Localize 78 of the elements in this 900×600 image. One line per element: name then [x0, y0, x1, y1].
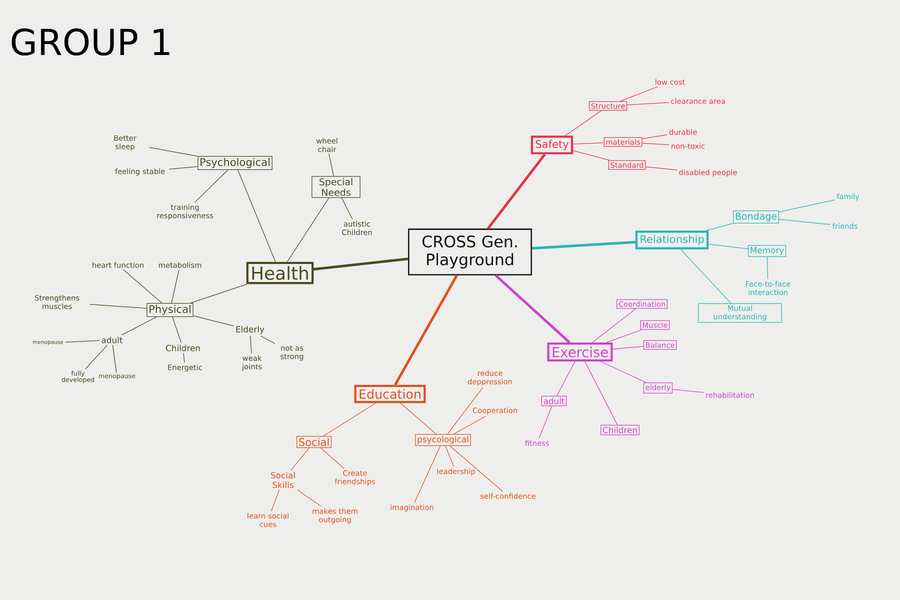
connector-line: [271, 489, 280, 512]
connector-line: [680, 249, 732, 304]
connector-line: [572, 150, 610, 161]
connector-line: [296, 489, 322, 507]
topic-box: Physical: [146, 302, 194, 317]
topic-box: Social: [296, 436, 332, 448]
topic-text: Children: [166, 344, 200, 352]
connector-line: [778, 200, 836, 212]
connector-line: [400, 402, 436, 434]
connector-line: [450, 446, 503, 492]
connector-line: [538, 406, 552, 439]
connector-line: [194, 170, 228, 203]
connector-line: [238, 170, 276, 262]
connector-line: [190, 284, 248, 304]
connector-line: [394, 274, 458, 386]
connector-line: [64, 340, 100, 342]
connector-line: [565, 110, 602, 136]
connector-line: [250, 336, 252, 354]
connector-line: [584, 361, 618, 426]
topic-box: Memory: [748, 245, 786, 257]
connector-line: [642, 134, 668, 140]
connector-line: [620, 86, 658, 102]
connector-line: [123, 269, 162, 304]
connector-line: [447, 387, 484, 434]
connector-line: [612, 346, 644, 350]
branch-box: Relationship: [635, 230, 709, 250]
connector-line: [778, 218, 831, 225]
connector-line: [486, 154, 546, 230]
branch-box: Exercise: [547, 342, 613, 362]
connector-line: [532, 240, 636, 250]
topic-box: Psychological: [198, 156, 272, 170]
branch-box: Education: [354, 384, 426, 404]
connector-line: [286, 198, 330, 262]
connector-line: [168, 166, 198, 170]
topic-text: Social Skills: [271, 472, 295, 488]
connector-line: [328, 154, 334, 176]
connector-line: [494, 274, 570, 344]
topic-box: psycological: [415, 434, 471, 446]
connector-line: [85, 344, 108, 370]
connector-line: [171, 269, 180, 304]
connector-line: [183, 352, 185, 363]
topic-text: adult: [102, 336, 123, 344]
connector-line: [320, 448, 344, 469]
connector-line: [642, 142, 670, 146]
connector-line: [193, 316, 234, 326]
connector-line: [453, 416, 486, 434]
connector-line: [672, 389, 704, 393]
connector-line: [290, 448, 310, 471]
connector-line: [112, 344, 117, 374]
connector-line: [414, 446, 441, 503]
topic-box: Children: [600, 424, 640, 436]
topic-text: Elderly: [236, 326, 264, 334]
connector-line: [626, 102, 670, 106]
branch-box: Health: [246, 262, 314, 284]
topic-box: Bondage: [733, 210, 779, 224]
connector-line: [172, 316, 182, 344]
connector-line: [314, 258, 408, 271]
connector-line: [260, 336, 276, 344]
topic-box: Special Needs: [312, 176, 360, 198]
connector-line: [606, 329, 642, 343]
connector-line: [706, 222, 734, 231]
central-box: CROSS Gen. Playground: [408, 228, 532, 276]
connector-line: [556, 361, 576, 396]
connector-line: [121, 316, 157, 336]
connector-line: [708, 244, 748, 250]
topic-box: adult: [541, 396, 567, 406]
connector-line: [445, 446, 454, 467]
connector-line: [645, 166, 678, 170]
connector-line: [148, 147, 198, 156]
connector-line: [323, 402, 376, 436]
connector-line: [341, 198, 353, 220]
connector-line: [89, 304, 147, 309]
branch-box: Safety: [530, 136, 574, 154]
title: GROUP 1: [12, 28, 170, 56]
connector-line: [766, 256, 768, 280]
connector-line: [600, 361, 646, 383]
connector-line: [572, 142, 604, 144]
connector-line: [592, 308, 636, 343]
